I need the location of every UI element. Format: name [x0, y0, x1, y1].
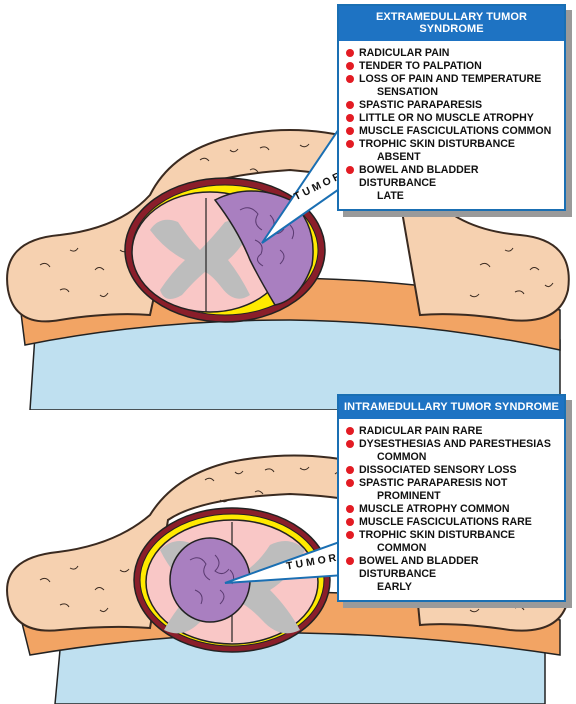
symptom-item: LITTLE OR NO MUSCLE ATROPHY	[346, 112, 558, 125]
symptom-text-continued: SENSATION	[377, 86, 439, 98]
bullet-icon	[346, 127, 354, 135]
symptom-item: DISSOCIATED SENSORY LOSS	[346, 464, 558, 477]
bullet-icon	[346, 427, 354, 435]
symptom-text: DYSESTHESIAS AND PARESTHESIAS	[359, 438, 551, 450]
symptom-text: MUSCLE ATROPHY COMMON	[359, 503, 510, 515]
extramedullary-cross-section	[6, 129, 570, 410]
symptom-item: MUSCLE ATROPHY COMMON	[346, 503, 558, 516]
bullet-icon	[346, 466, 354, 474]
symptom-text: SPASTIC PARAPARESIS	[359, 99, 483, 111]
gray-matter	[150, 219, 250, 299]
bullet-icon	[346, 505, 354, 513]
symptom-text: MUSCLE FASCICULATIONS RARE	[359, 516, 532, 528]
symptom-item: SPASTIC PARAPARESIS	[346, 99, 558, 112]
callout-title: EXTRAMEDULLARY TUMOR SYNDROME	[339, 6, 564, 41]
bullet-icon	[346, 440, 354, 448]
symptom-text: TENDER TO PALPATION	[359, 60, 482, 72]
symptom-text: DISSOCIATED SENSORY LOSS	[359, 464, 517, 476]
symptom-text: LOSS OF PAIN AND TEMPERATURE	[359, 73, 542, 85]
bullet-icon	[346, 75, 354, 83]
bullet-icon	[346, 49, 354, 57]
symptom-text: BOWEL AND BLADDER DISTURBANCE	[359, 164, 479, 189]
symptom-item: RADICULAR PAIN	[346, 47, 558, 60]
symptom-text: TROPHIC SKIN DISTURBANCE	[359, 138, 515, 150]
bullet-icon	[346, 166, 354, 174]
symptom-item: MUSCLE FASCICULATIONS RARE	[346, 516, 558, 529]
symptom-text: MUSCLE FASCICULATIONS COMMON	[359, 125, 552, 137]
bullet-icon	[346, 114, 354, 122]
bullet-icon	[346, 518, 354, 526]
symptom-text: SPASTIC PARAPARESIS NOT	[359, 477, 508, 489]
symptom-text-continued: LATE	[377, 190, 404, 202]
symptom-text: RADICULAR PAIN	[359, 47, 450, 59]
symptom-text-continued: PROMINENT	[377, 490, 441, 502]
symptom-text-continued: COMMON	[377, 451, 427, 463]
bullet-icon	[346, 140, 354, 148]
symptom-item: TENDER TO PALPATION	[346, 60, 558, 73]
symptom-text-continued: ABSENT	[377, 151, 421, 163]
bullet-icon	[346, 62, 354, 70]
callout-intramedullary: INTRAMEDULLARY TUMOR SYNDROME RADICULAR …	[337, 394, 566, 602]
bullet-icon	[346, 531, 354, 539]
symptom-item: RADICULAR PAIN RARE	[346, 425, 558, 438]
symptom-text: BOWEL AND BLADDER DISTURBANCE	[359, 555, 479, 580]
symptom-text-continued: EARLY	[377, 581, 412, 593]
symptom-text: TROPHIC SKIN DISTURBANCE	[359, 529, 515, 541]
bullet-icon	[346, 479, 354, 487]
callout-extramedullary: EXTRAMEDULLARY TUMOR SYNDROME RADICULAR …	[337, 4, 566, 211]
callout-title: INTRAMEDULLARY TUMOR SYNDROME	[339, 396, 564, 419]
bullet-icon	[346, 101, 354, 109]
symptom-text: RADICULAR PAIN RARE	[359, 425, 483, 437]
symptom-text-continued: COMMON	[377, 542, 427, 554]
symptom-item: MUSCLE FASCICULATIONS COMMON	[346, 125, 558, 138]
symptom-text: LITTLE OR NO MUSCLE ATROPHY	[359, 112, 534, 124]
bullet-icon	[346, 557, 354, 565]
